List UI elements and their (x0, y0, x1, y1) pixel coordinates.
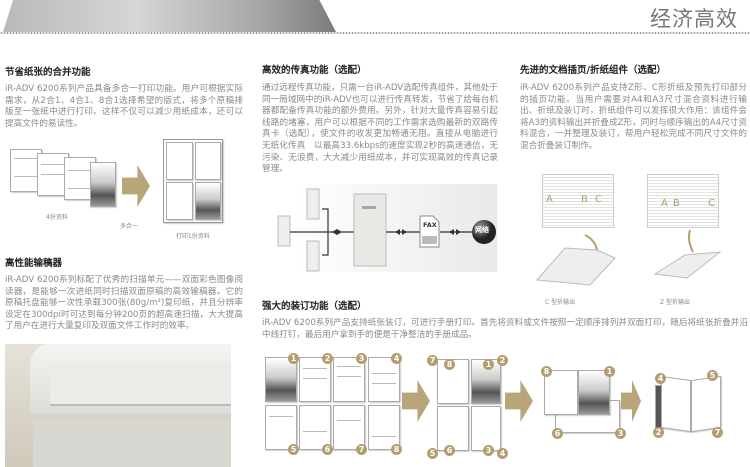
panel-b-z: B (673, 198, 680, 209)
feeder-body: iR-ADV 6200系列标配了优秀的扫描单元——双面彩色图像阅读器，是能够一次… (5, 275, 243, 332)
feeder-photo (5, 344, 231, 467)
page-badge: 6 (552, 428, 563, 439)
binding-heading: 强大的装订功能（选配） (262, 301, 367, 312)
page-badge: 5 (707, 370, 718, 381)
header-divider (0, 32, 750, 34)
caption-action: 多合一 (120, 223, 139, 230)
caption-output: 打印1份资料 (176, 233, 210, 240)
page-badge: 3 (615, 428, 626, 439)
page-badge: 1 (604, 366, 615, 377)
binding-figure: 1 2 3 4 5 6 7 8 7 8 1 2 5 6 3 4 8 1 6 3 … (255, 345, 750, 467)
page-badge: 6 (322, 444, 333, 455)
fax-document-label: FAX (423, 221, 437, 229)
page-badge: 4 (391, 353, 402, 364)
page-badge: 4 (655, 373, 666, 384)
feeder-heading: 高性能输稿器 (5, 258, 63, 269)
page-badge: 7 (427, 355, 438, 366)
fold-figure: A B C A B C C 型折输出 Z 型折输出 (515, 170, 750, 306)
page-badge: 5 (288, 444, 299, 455)
page-badge: 7 (356, 444, 367, 455)
page-badge: 3 (483, 445, 494, 456)
panel-c: C (595, 194, 602, 205)
merge-figure: 4份资料 多合一 打印1份资料 (0, 135, 250, 245)
page-badge: 5 (427, 448, 438, 459)
caption-input: 4份资料 (46, 214, 68, 221)
page-badge: 6 (444, 445, 455, 456)
page-badge: 3 (356, 353, 367, 364)
panel-c-z: C (708, 198, 715, 209)
page-badge: 2 (653, 427, 664, 438)
page-badge: 2 (497, 355, 508, 366)
merge-body: iR-ADV 6200系列产品具备多合一打印功能。用户可根据实际需求，从2合1、… (5, 84, 243, 129)
page-badge: 1 (288, 353, 299, 364)
panel-a-z: A (661, 198, 668, 209)
binding-body: iR-ADV 6200系列产品支持纸张装订，可进行手册打印。首先将资料或文件按照… (262, 318, 748, 340)
page-badge: 8 (391, 444, 402, 455)
merge-heading: 节省纸张的合并功能 (5, 67, 91, 78)
fax-body: 通过远程传真功能，只需一台iR-ADV选配传真组件，其他处于同一局域网中的iR-… (262, 83, 498, 175)
fax-heading: 高效的传真功能（选配） (262, 65, 367, 76)
header-banner (3, 0, 336, 32)
page-badge: 8 (541, 366, 552, 377)
panel-b: B (581, 194, 588, 205)
page-badge: 7 (712, 427, 723, 438)
fold-body: iR-ADV 6200系列产品支持Z形、C形折纸及预先打印部分的插页功能。当用户… (520, 83, 747, 151)
fold-heading: 先进的文档插页/折纸组件（选配） (520, 65, 666, 76)
panel-a: A (546, 194, 553, 205)
caption-z-fold: Z 型折输出 (660, 299, 691, 306)
page-badge: 2 (322, 353, 333, 364)
caption-c-fold: C 型折输出 (545, 299, 576, 306)
page-badge: 4 (497, 448, 508, 459)
page-badge: 1 (483, 359, 494, 370)
network-label: 网络 (475, 226, 489, 234)
fax-diagram: FAX 网络 (277, 184, 497, 272)
page-badge: 8 (444, 359, 455, 370)
page-title: 经济高效 (650, 7, 738, 31)
